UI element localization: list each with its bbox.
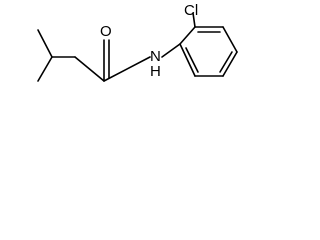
ring-inner-bond-2 — [219, 51, 233, 73]
hydrogen-atom-label: H — [150, 63, 161, 80]
bond-methyl-top — [37, 29, 53, 58]
ring-bond-4 — [222, 51, 238, 77]
bond-ch2-carbonyl — [74, 56, 105, 82]
bond-ring-chlorine — [192, 12, 196, 28]
ring-bond-6 — [179, 43, 196, 77]
bond-carbonyl-nitrogen — [103, 56, 151, 82]
nitrogen-atom-label: N — [150, 48, 161, 65]
oxygen-atom-label: O — [100, 23, 112, 40]
ring-bond-3 — [222, 26, 238, 53]
bond-nitrogen-aryl — [161, 43, 181, 58]
ring-inner-bond-3 — [185, 47, 199, 73]
chlorine-atom-label: Cl — [184, 2, 198, 19]
ring-bond-1 — [179, 26, 196, 45]
chemical-structure-diagram: Cl O N H — [37, 2, 238, 82]
bond-methyl-left — [37, 56, 53, 82]
